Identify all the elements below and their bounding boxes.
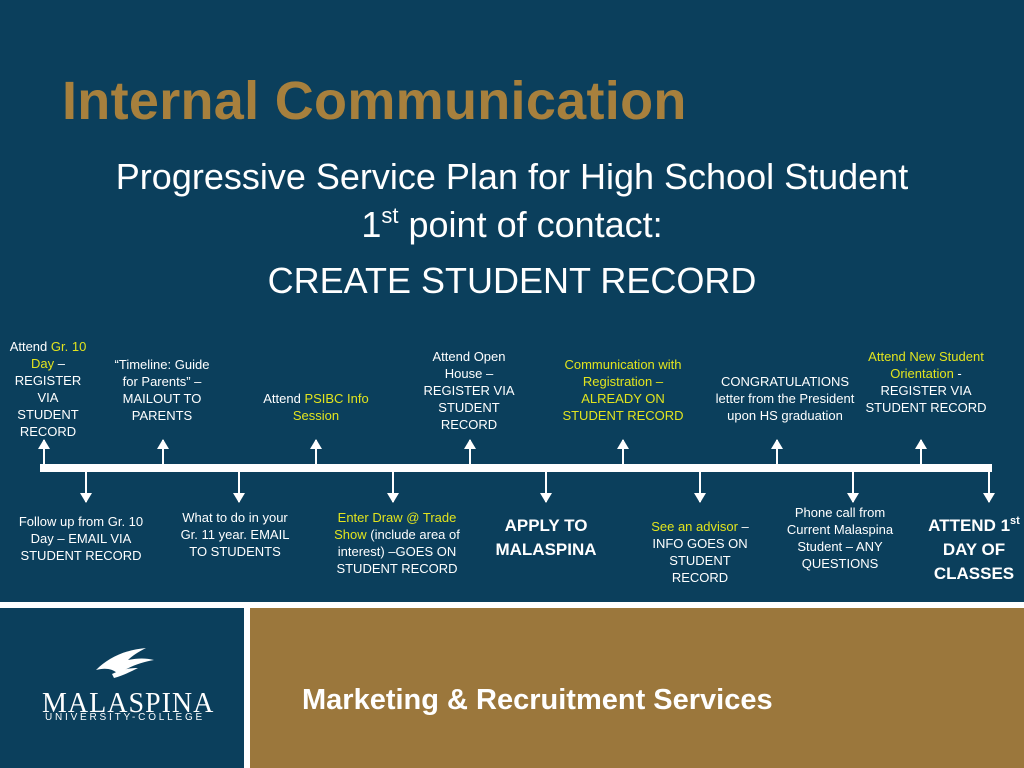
arrow-up-icon xyxy=(771,439,783,466)
step-apply: APPLY TO MALASPINA xyxy=(495,516,597,559)
department-name: Marketing & Recruitment Services xyxy=(302,684,773,716)
timeline-bar xyxy=(40,464,992,472)
arrow-down-icon xyxy=(80,470,92,503)
logo-subtitle: UNIVERSITY-COLLEGE xyxy=(44,712,206,723)
arrow-down-icon xyxy=(540,470,552,503)
arrow-up-icon xyxy=(617,439,629,466)
footer-divider xyxy=(0,602,1024,608)
arrow-up-icon xyxy=(38,439,50,466)
step-psibc-session: Attend PSIBC Info Session xyxy=(263,391,369,423)
step-congratulations-letter: CONGRATULATIONS letter from the Presiden… xyxy=(715,374,855,423)
step-phone-call: Phone call from Current Malaspina Studen… xyxy=(786,505,894,571)
subtitle-line-1: Progressive Service Plan for High School… xyxy=(115,156,909,197)
arrow-up-icon xyxy=(310,439,322,466)
step-first-day-classes: ATTEND 1st DAY OF CLASSES xyxy=(928,515,1020,584)
step-trade-show-draw: Enter Draw @ Trade Show (include area of… xyxy=(334,510,460,576)
subtitle-point-of-contact: point of contact: xyxy=(408,204,663,245)
slide-title: Internal Communication xyxy=(62,71,687,131)
step-gr10-day: Attend Gr. 10 Day – REGISTER VIA STUDENT… xyxy=(9,339,87,439)
step-new-student-orientation: Attend New Student Orientation - REGISTE… xyxy=(865,349,987,415)
step-open-house: Attend Open House – REGISTER VIA STUDENT… xyxy=(423,349,515,432)
footer-logo-panel xyxy=(0,608,244,768)
arrow-down-icon xyxy=(387,470,399,503)
footer-band xyxy=(250,608,1024,768)
step-gr10-followup: Follow up from Gr. 10 Day – EMAIL VIA ST… xyxy=(18,514,144,563)
subtitle-line-2: 1st point of contact: xyxy=(0,204,1024,246)
step-see-advisor: See an advisor – INFO GOES ON STUDENT RE… xyxy=(651,519,749,585)
arrow-up-icon xyxy=(915,439,927,466)
logo-wordmark: MALASPINA xyxy=(42,688,215,719)
step-registration-communication: Communication with Registration – ALREAD… xyxy=(562,357,684,423)
subtitle-ordinal-number: 1 xyxy=(361,204,382,245)
subtitle-ordinal-suffix: st xyxy=(381,203,399,228)
arrow-up-icon xyxy=(464,439,476,466)
arrow-down-icon xyxy=(233,470,245,503)
subtitle-line-3: CREATE STUDENT RECORD xyxy=(267,260,757,301)
footer-separator xyxy=(244,608,250,768)
malaspina-logo-icon xyxy=(96,648,154,678)
step-timeline-guide: “Timeline: Guide for Parents” – MAILOUT … xyxy=(114,357,210,423)
arrow-down-icon xyxy=(694,470,706,503)
arrow-up-icon xyxy=(157,439,169,466)
arrow-down-icon xyxy=(847,470,859,503)
arrow-down-icon xyxy=(983,470,995,503)
step-gr11-email: What to do in your Gr. 11 year. EMAIL TO… xyxy=(180,510,290,559)
